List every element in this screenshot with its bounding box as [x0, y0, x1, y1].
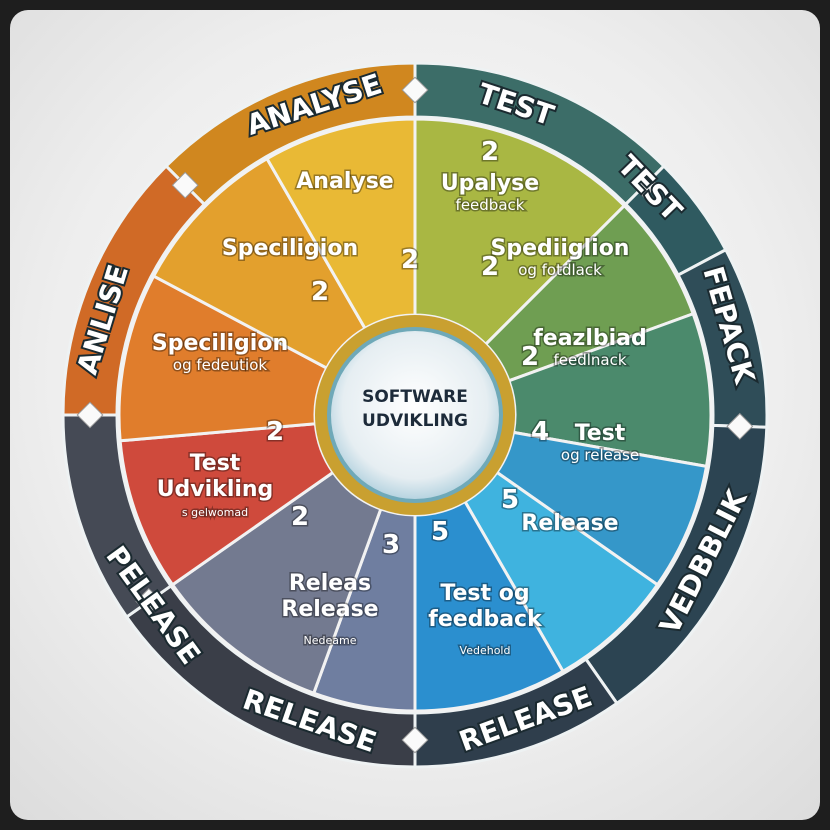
segments	[117, 117, 713, 713]
segment-subtitle: feedlnack	[553, 351, 626, 369]
segment-title: Test og	[440, 581, 529, 606]
segment-number: 2	[311, 277, 329, 307]
diamond-marker-icon	[631, 171, 659, 199]
segment-subtitle: og fotdlack	[518, 261, 602, 279]
diamond-marker-icon	[726, 412, 754, 440]
diamond-marker-icon	[401, 726, 429, 754]
segment-number: 2	[521, 342, 539, 372]
center-title-line2: UDVIKLING	[362, 411, 468, 431]
segment-title: Analyse	[296, 169, 393, 194]
center-hub-disc	[327, 327, 503, 503]
segment-subtitle: Release	[281, 597, 378, 622]
segment-title: Speciligion	[152, 331, 288, 356]
diamond-marker-icon	[171, 171, 199, 199]
center-hub: SOFTWARE UDVIKLING	[315, 315, 515, 515]
segment-note: s gelwomad	[182, 506, 248, 519]
segment-number: 3	[382, 530, 400, 560]
segment-title: Test	[190, 451, 241, 476]
segment-title: Upalyse	[441, 171, 539, 196]
segment-title: feazlbiad	[533, 326, 647, 351]
segment-number: 5	[501, 485, 519, 515]
segment-title: Release	[521, 511, 618, 536]
segment-number: 2	[291, 502, 309, 532]
diamond-marker-icon	[135, 587, 163, 615]
segment-note: Vedehold	[460, 644, 511, 657]
segment-number: 2	[266, 417, 284, 447]
segment-number: 5	[431, 517, 449, 547]
segment-subtitle: og release	[561, 446, 639, 464]
software-cycle-wheel: SOFTWARE UDVIKLING Upalysefeedback2Spedi…	[61, 61, 769, 769]
segment-number: 2	[481, 252, 499, 282]
segment-title: Speciligion	[222, 236, 358, 261]
segment-title: Test	[575, 421, 626, 446]
segment-subtitle: Udvikling	[157, 477, 274, 502]
segment-number: 2	[481, 137, 499, 167]
segment-subtitle: feedback	[456, 196, 525, 214]
segment-note: Nedeame	[304, 634, 357, 647]
center-title-line1: SOFTWARE	[362, 387, 468, 407]
segment-title: Spediiglion	[491, 236, 630, 261]
diamond-marker-icon	[401, 76, 429, 104]
segment-title: Releas	[289, 571, 371, 596]
segment-subtitle: feedback	[428, 607, 543, 632]
diamond-marker-icon	[76, 401, 104, 429]
segment-number: 2	[401, 245, 419, 275]
outer-ring	[61, 61, 769, 769]
segment-subtitle: og fedeutiok	[173, 356, 267, 374]
segment-number: 4	[531, 417, 549, 447]
segment-wedge[interactable]	[264, 117, 417, 331]
